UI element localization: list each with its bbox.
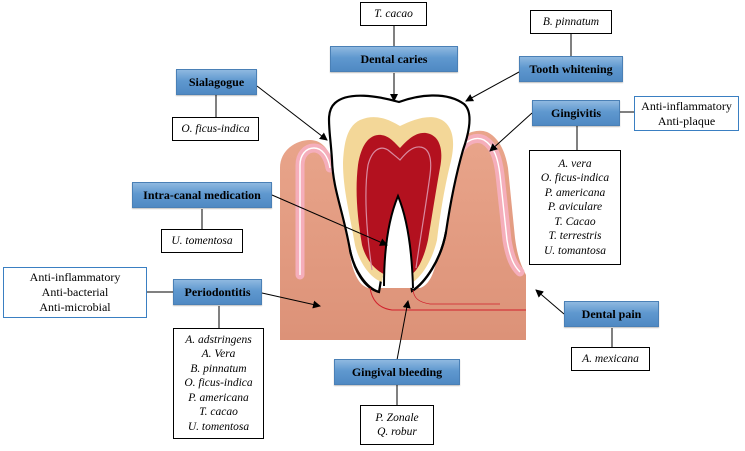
plant-name: P. americana	[188, 391, 249, 404]
effect-name: Anti-microbial	[39, 300, 111, 314]
tooth-whitening-plants-box: B. pinnatum	[530, 10, 612, 34]
plant-name: T. cacao	[199, 406, 238, 419]
plant-name: O. ficus-indica	[181, 122, 250, 135]
gingivitis-effects-box: Anti-inflammatory Anti-plaque	[634, 96, 739, 131]
plant-name: P. Zonale	[375, 411, 419, 424]
effect-name: Anti-plaque	[657, 113, 716, 128]
gingivitis-label: Gingivitis	[532, 100, 620, 126]
tooth-whitening-label: Tooth whitening	[519, 56, 623, 82]
dental-caries-label: Dental caries	[330, 46, 458, 72]
dental-pain-plants-box: A. mexicana	[571, 347, 650, 371]
plant-name: O. ficus-indica	[184, 377, 253, 390]
plant-name: A. adstringens	[185, 333, 252, 346]
plant-name: B. pinnatum	[542, 15, 600, 28]
sialagogue-label: Sialagogue	[176, 69, 257, 95]
tooth	[327, 94, 471, 294]
plant-name: A. vera	[558, 157, 592, 170]
plant-name: T. terrestris	[548, 230, 602, 243]
gum-tissue	[280, 130, 526, 340]
connectors	[147, 26, 634, 405]
gingival-bleeding-plants-box: P. Zonale Q. robur	[360, 405, 434, 445]
intra-canal-medication-label: Intra-canal medication	[132, 182, 272, 208]
plant-name: U. tomentosa	[171, 234, 233, 247]
plant-name: P. americana	[544, 186, 606, 199]
plant-name: A. mexicana	[582, 352, 639, 365]
gingival-bleeding-label: Gingival bleeding	[334, 359, 460, 385]
plant-name: B. pinnatum	[190, 362, 247, 375]
effect-name: Anti-inflammatory	[29, 270, 121, 284]
plant-name: Q. robur	[377, 426, 417, 438]
plant-name: T. Cacao	[554, 215, 596, 228]
plant-name: P. aviculare	[547, 201, 603, 214]
plant-name: U. tomentosa	[187, 420, 250, 433]
gingivitis-plants-box: A. vera O. ficus-indica P. americana P. …	[529, 150, 621, 265]
plant-name: O. ficus-indica	[540, 172, 610, 185]
dental-pain-label: Dental pain	[564, 301, 659, 327]
periodontitis-plants-box: A. adstringens A. Vera B. pinnatum O. fi…	[173, 328, 264, 439]
effect-name: Anti-inflammatory	[641, 98, 732, 113]
periodontitis-effects-box: Anti-inflammatory Anti-bacterial Anti-mi…	[3, 267, 147, 318]
intra-canal-plants-box: U. tomentosa	[161, 229, 243, 253]
dental-caries-plants-box: T. cacao	[360, 2, 427, 26]
plant-name: A. Vera	[201, 348, 236, 361]
arrows	[256, 71, 565, 361]
sialagogue-plants-box: O. ficus-indica	[172, 117, 259, 141]
plant-name: T. cacao	[374, 7, 413, 20]
periodontitis-label: Periodontitis	[173, 279, 262, 305]
plant-name: U. tomantosa	[544, 244, 606, 257]
effect-name: Anti-bacterial	[41, 285, 109, 299]
